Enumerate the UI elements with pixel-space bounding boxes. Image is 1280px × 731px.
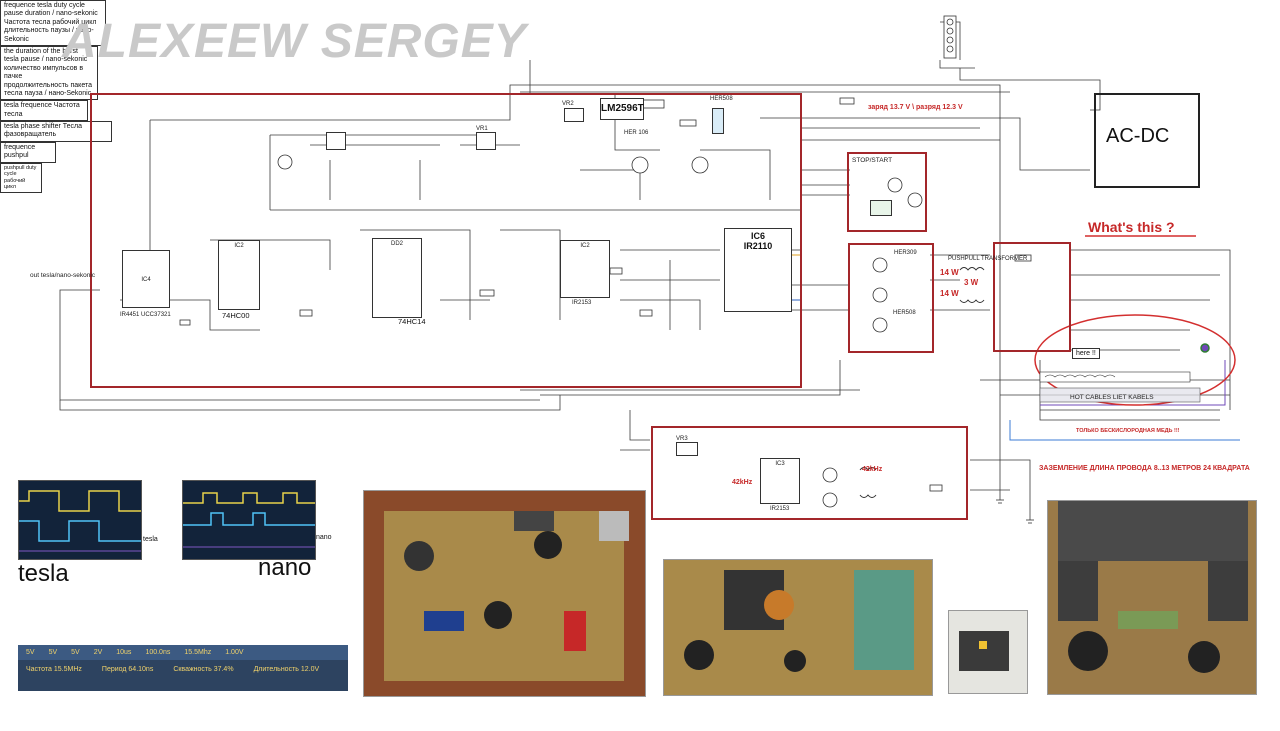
main-control-block-frame xyxy=(90,93,802,388)
stop-start-relay[interactable] xyxy=(870,200,892,216)
scope-status-panel: 5V 5V 5V 2V 10us 100.0ns 15.5Mhz 1.00V Ч… xyxy=(18,645,348,691)
her508-label: HER508 xyxy=(710,96,733,102)
board-photo-main xyxy=(363,490,646,697)
ir2153-chip: IC2 xyxy=(560,240,610,298)
74hc14-part-label: 74HC14 xyxy=(398,317,426,326)
board-photo-rectifier xyxy=(1047,500,1257,695)
grounding-note: ЗАЗЕМЛЕНИЕ ДЛИНА ПРОВОДА 8..13 МЕТРОВ 24… xyxy=(1039,465,1250,472)
vr2-label: VR2 xyxy=(562,101,574,107)
copper-note: ТОЛЬКО БЕСКИСЛОРОДНАЯ МЕДЬ !!! xyxy=(1076,428,1180,434)
freq-42khz-label-b: 42kHz xyxy=(862,466,883,473)
74hc14-chip: DD2 xyxy=(372,238,422,318)
freq-42khz-label: 42kHz xyxy=(732,479,753,486)
vr3-chip xyxy=(676,442,698,456)
acdc-box: AC-DC xyxy=(1094,93,1200,188)
hot-cables-label: HOT CABLES LIET KABELS xyxy=(1070,394,1154,401)
board-photo-pushpull xyxy=(663,559,933,696)
vr1-label: VR1 xyxy=(476,126,488,132)
scope-tesla-capture xyxy=(18,480,142,560)
ir2110-chip: IC6 IR2110 xyxy=(724,228,792,312)
tesla-frequency-note: tesla frequence Частота тесла xyxy=(0,100,88,122)
power-3w: 3 W xyxy=(964,278,979,287)
scope-nano-big-label: nano xyxy=(258,554,312,581)
stop-start-block-frame xyxy=(847,152,927,232)
battery-note: заряд 13.7 V \ разряд 12.3 V xyxy=(868,104,963,111)
her309-label: HER309 xyxy=(894,250,917,256)
vr2-chip xyxy=(564,108,584,122)
acdc-label: AC-DC xyxy=(1106,125,1170,147)
scope-nano-small-label: nano xyxy=(316,534,332,541)
pushpull-block-frame xyxy=(651,426,968,520)
ic4-part-label: IR4451 UCC37321 xyxy=(120,312,171,318)
scope-nano-capture xyxy=(182,480,316,560)
out-terminal-label: out tesla/nano-sekonic xyxy=(30,272,96,279)
her508-driver-label: HER508 xyxy=(893,310,916,316)
her508-bridge xyxy=(712,108,724,134)
rectifier-block-frame xyxy=(993,242,1071,352)
lm2596-chip: LM2596T xyxy=(600,98,644,120)
vr1-chip xyxy=(476,132,496,150)
author-title: ALEXEEW SERGEY xyxy=(62,15,527,68)
ir2153-part-label: IR2153 xyxy=(572,300,592,306)
stop-start-label: STOP/START xyxy=(852,157,893,164)
board-photo-small xyxy=(948,610,1028,694)
driver-block-frame xyxy=(848,243,934,353)
power-14w-bottom: 14 W xyxy=(940,289,959,298)
74hc00-part-label: 74HC00 xyxy=(222,311,250,320)
scope-tesla-big-label: tesla xyxy=(18,560,69,587)
whats-this-label: What's this ? xyxy=(1088,219,1175,235)
here-label: here !! xyxy=(1072,348,1100,359)
ic4-chip: IC4 xyxy=(122,250,170,308)
scope-tesla-small-label: tesla xyxy=(143,536,158,543)
vr3-label: VR3 xyxy=(676,436,688,442)
power-14w-top: 14 W xyxy=(940,268,959,277)
ic3-part-label: IR2153 xyxy=(770,506,790,512)
phase-shifter-note: tesla phase shifter Тесла фазовращатель xyxy=(0,121,112,142)
pushpull-frequency-note: frequence pushpul xyxy=(0,141,56,163)
her106-label: HER 106 xyxy=(624,130,649,136)
pushpull-duty-note: pushpull duty cycle рабочий цикл xyxy=(0,162,42,194)
regulator-chip xyxy=(326,132,346,150)
74hc00-chip: IC2 xyxy=(218,240,260,310)
pushpull-transformer-label: PUSHPULL TRANSFORMER xyxy=(948,256,1028,262)
ic3-chip: IC3 xyxy=(760,458,800,504)
